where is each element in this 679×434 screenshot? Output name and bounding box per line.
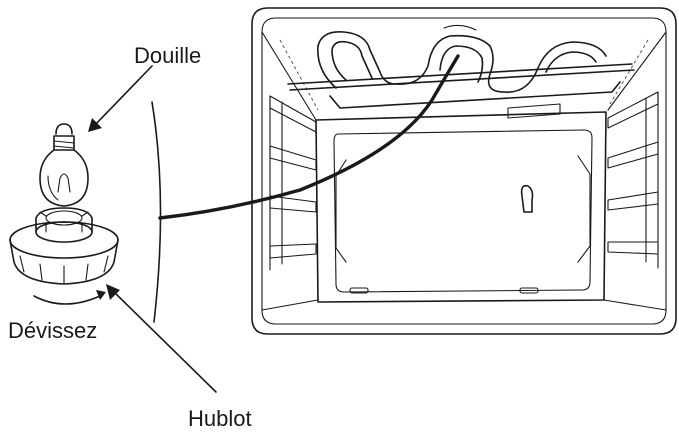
unscrew-label: Dévissez — [8, 318, 97, 343]
left-shelf-guides — [269, 95, 317, 271]
lamp-bulb — [39, 123, 89, 207]
porthole-label: Hublot — [188, 406, 252, 431]
rotation-arrow — [33, 290, 106, 305]
socket-label: Douille — [134, 43, 201, 68]
arrow-to-socket — [88, 65, 153, 132]
grill-element — [287, 24, 635, 119]
magnifier-callout — [151, 54, 460, 323]
oven-cavity — [251, 7, 677, 335]
right-shelf-guides — [607, 91, 659, 269]
lamp-glass-cover — [9, 207, 119, 285]
arrow-to-porthole — [106, 284, 217, 393]
